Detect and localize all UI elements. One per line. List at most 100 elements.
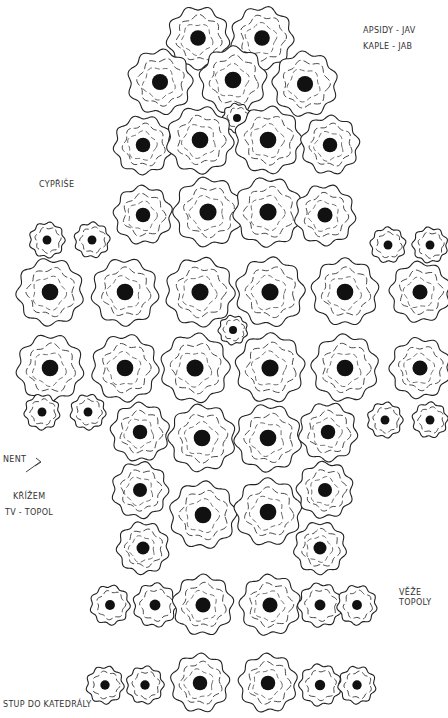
tree-crown bbox=[412, 227, 448, 263]
tree-symbol bbox=[113, 116, 172, 175]
tree-symbol bbox=[301, 115, 360, 174]
tree-inner bbox=[122, 123, 165, 166]
tree-symbol bbox=[338, 666, 376, 704]
tree-inner bbox=[250, 423, 284, 457]
tree-crown bbox=[16, 335, 84, 402]
tree-trunk bbox=[192, 132, 209, 149]
tree-trunk bbox=[133, 483, 147, 497]
tree-symbol bbox=[412, 402, 448, 438]
tree-crown bbox=[236, 257, 305, 327]
tree-crown bbox=[172, 574, 233, 635]
tree-inner bbox=[177, 353, 212, 387]
tree-trunk bbox=[426, 241, 435, 250]
tree-trunk bbox=[314, 542, 327, 555]
tree-crown bbox=[112, 462, 169, 519]
tree-inner bbox=[184, 421, 218, 455]
tree-trunk bbox=[186, 359, 203, 376]
tree-symbol bbox=[218, 315, 247, 345]
tree-inner bbox=[253, 670, 282, 700]
tree-trunk bbox=[426, 416, 435, 425]
tree-inner bbox=[93, 671, 120, 699]
tree-inner bbox=[328, 277, 362, 311]
plan-note: KŘÍŽEM bbox=[12, 492, 46, 502]
tree-inner bbox=[30, 399, 56, 425]
tree-inner bbox=[102, 267, 151, 316]
tree-trunk bbox=[150, 600, 161, 611]
tree-inner bbox=[251, 351, 286, 385]
tree-inner bbox=[186, 590, 216, 621]
tree-crown bbox=[133, 583, 177, 627]
tree-symbol bbox=[24, 395, 60, 431]
tree-trunk bbox=[254, 30, 270, 46]
tree-trunk bbox=[318, 483, 332, 497]
tree-crown bbox=[113, 185, 172, 244]
tree-symbol bbox=[295, 185, 356, 246]
tree-crown bbox=[70, 394, 106, 430]
tree-trunk bbox=[194, 430, 211, 447]
pencil-mark bbox=[26, 458, 41, 472]
tree-inner bbox=[26, 343, 75, 392]
tree-inner bbox=[323, 343, 371, 392]
tree-symbol bbox=[166, 257, 235, 327]
tree-trunk bbox=[297, 76, 313, 92]
plan-note: KAPLE - JAB bbox=[362, 42, 413, 52]
tree-inner bbox=[121, 470, 162, 511]
tree-symbol bbox=[112, 462, 169, 519]
tree-inner bbox=[302, 528, 340, 566]
tree-inner bbox=[307, 536, 333, 563]
tree-crown bbox=[199, 46, 267, 113]
tree-inner bbox=[283, 60, 330, 108]
tree-symbol bbox=[239, 574, 300, 635]
tree-trunk bbox=[191, 283, 208, 300]
tree-inner bbox=[33, 276, 66, 310]
tree-crown bbox=[370, 227, 406, 263]
tree-trunk bbox=[190, 30, 206, 46]
tree-symbol bbox=[92, 335, 159, 402]
tree-trunk bbox=[42, 284, 59, 301]
tree-crown bbox=[298, 583, 342, 627]
tree-trunk bbox=[261, 359, 278, 376]
tree-crown bbox=[296, 461, 353, 518]
tree-inner bbox=[179, 415, 228, 464]
tree-symbol bbox=[272, 51, 337, 116]
tree-trunk bbox=[315, 680, 325, 690]
tree-crown bbox=[30, 222, 66, 258]
tree-symbol bbox=[128, 49, 193, 114]
tree-trunk bbox=[199, 203, 216, 220]
tree-inner bbox=[343, 590, 372, 619]
tree-inner bbox=[306, 671, 337, 701]
tree-inner bbox=[311, 477, 339, 506]
tree-crown bbox=[338, 666, 376, 704]
tree-inner bbox=[26, 267, 74, 316]
tree-symbol bbox=[234, 405, 301, 472]
tree-trunk bbox=[259, 203, 276, 220]
tree-inner bbox=[248, 661, 291, 704]
tree-symbol bbox=[168, 404, 235, 472]
tree-trunk bbox=[315, 600, 326, 611]
tree-crown bbox=[234, 478, 302, 545]
tree-trunk bbox=[260, 430, 277, 447]
tree-inner bbox=[245, 487, 294, 536]
tree-inner bbox=[215, 63, 249, 96]
tree-inner bbox=[184, 669, 213, 699]
tree-inner bbox=[309, 123, 352, 166]
tree-crown bbox=[167, 107, 234, 174]
tree-crown bbox=[161, 333, 230, 403]
tree-symbol bbox=[298, 583, 342, 627]
tree-inner bbox=[107, 351, 141, 384]
tree-symbol bbox=[238, 653, 297, 712]
tree-symbol bbox=[370, 227, 406, 263]
plan-note: STUP DO KATEDRÁLY bbox=[2, 700, 92, 710]
tree-trunk bbox=[140, 680, 149, 689]
tree-symbol bbox=[113, 185, 172, 244]
tree-trunk bbox=[195, 507, 212, 524]
tree-trunk bbox=[412, 360, 427, 375]
tree-inner bbox=[209, 55, 258, 104]
tree-inner bbox=[245, 23, 277, 54]
tree-inner bbox=[128, 201, 157, 231]
tree-symbol bbox=[199, 46, 267, 113]
tree-inner bbox=[76, 399, 102, 425]
plan-note: NENT bbox=[2, 455, 27, 465]
tree-inner bbox=[244, 413, 292, 462]
tree-inner bbox=[376, 232, 402, 258]
